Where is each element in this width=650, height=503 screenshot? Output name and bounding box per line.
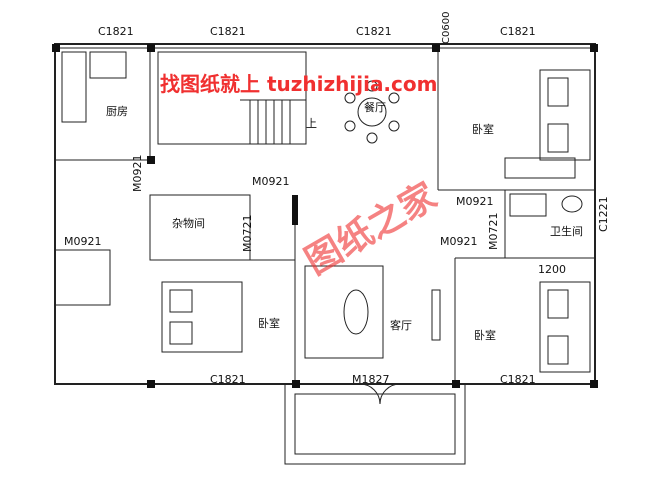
kitchen-counter	[61, 51, 87, 123]
stair-treads	[240, 99, 306, 144]
bathroom-fixture-label: 1200	[538, 263, 566, 276]
room-label-bedroom-sw: 卧室	[258, 317, 280, 330]
room-label-kitchen: 厨房	[106, 105, 128, 118]
door-label-bedroom-se: M0921	[440, 235, 478, 248]
bed-se	[539, 281, 591, 373]
window-label-right-side: C1221	[597, 196, 610, 232]
window-label-top-4: C1821	[500, 25, 536, 38]
watermark-text: 找图纸就上 tuzhizhijia.com	[160, 72, 438, 96]
dining-table	[357, 97, 387, 127]
room-label-storage: 杂物间	[172, 217, 205, 230]
window-label-top-1: C1821	[98, 25, 134, 38]
door-label-storage: M0921	[252, 175, 290, 188]
room-label-bathroom: 卫生间	[550, 225, 583, 238]
door-label-main-entry: M1827	[352, 373, 390, 386]
window-label-bottom-right: C1821	[500, 373, 536, 386]
window-label-top-small: C0600	[441, 11, 452, 44]
coffee-table	[343, 289, 369, 335]
toilet	[561, 195, 583, 213]
window-label-top-2: C1821	[210, 25, 246, 38]
kitchen-step	[54, 249, 111, 306]
door-label-storage-side: M0721	[241, 214, 254, 253]
door-label-bathroom: M0721	[487, 212, 500, 251]
sink	[509, 193, 547, 217]
bed-ne	[539, 69, 591, 161]
stair-well	[157, 51, 307, 145]
sofa-set	[304, 265, 384, 359]
window-label-top-3: C1821	[356, 25, 392, 38]
room-label-bedroom-se: 卧室	[474, 329, 496, 342]
entrance-porch	[284, 383, 466, 465]
window-label-bottom-left: C1821	[210, 373, 246, 386]
bed-sw	[161, 281, 243, 353]
tv-cabinet	[431, 289, 441, 341]
room-label-bedroom-ne: 卧室	[472, 123, 494, 136]
room-label-dining: 餐厅	[364, 101, 386, 114]
stairs-up-label: 上	[306, 117, 317, 130]
room-label-living: 客厅	[390, 319, 412, 332]
door-label-kitchen-back: M0921	[64, 235, 102, 248]
door-label-bedroom-ne: M0921	[456, 195, 494, 208]
door-label-kitchen-side: M0921	[131, 154, 144, 193]
